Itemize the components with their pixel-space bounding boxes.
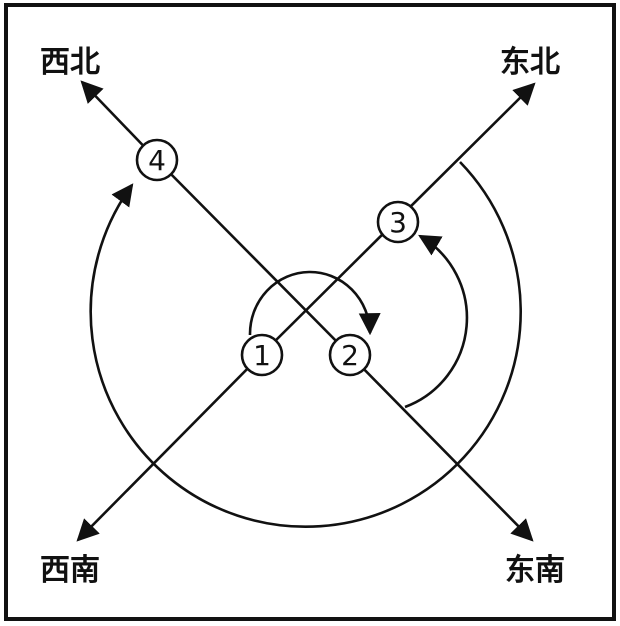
- node-3: 3: [376, 200, 420, 244]
- arc-1-to-2: [248, 270, 381, 336]
- node-3-label: 3: [389, 206, 407, 239]
- axis-node2-to-southeast: [349, 354, 534, 542]
- axis-node1-to-southwest: [76, 353, 263, 542]
- label-northeast: 东北: [500, 45, 560, 80]
- outer-frame: [4, 3, 616, 621]
- label-southeast: 东南: [505, 553, 565, 588]
- node-2-label: 2: [341, 339, 359, 372]
- label-southwest: 西南: [40, 553, 100, 588]
- node-4-label: 4: [148, 144, 166, 177]
- node-4: 4: [135, 138, 179, 182]
- axis-node4-to-node2: [156, 159, 351, 356]
- arc-3-to-4: [89, 161, 522, 528]
- node-1: 1: [240, 333, 284, 377]
- node-1-label: 1: [253, 339, 271, 372]
- node-2: 2: [328, 333, 372, 377]
- label-northwest: 西北: [40, 45, 100, 80]
- arc-2-to-3: [404, 234, 469, 409]
